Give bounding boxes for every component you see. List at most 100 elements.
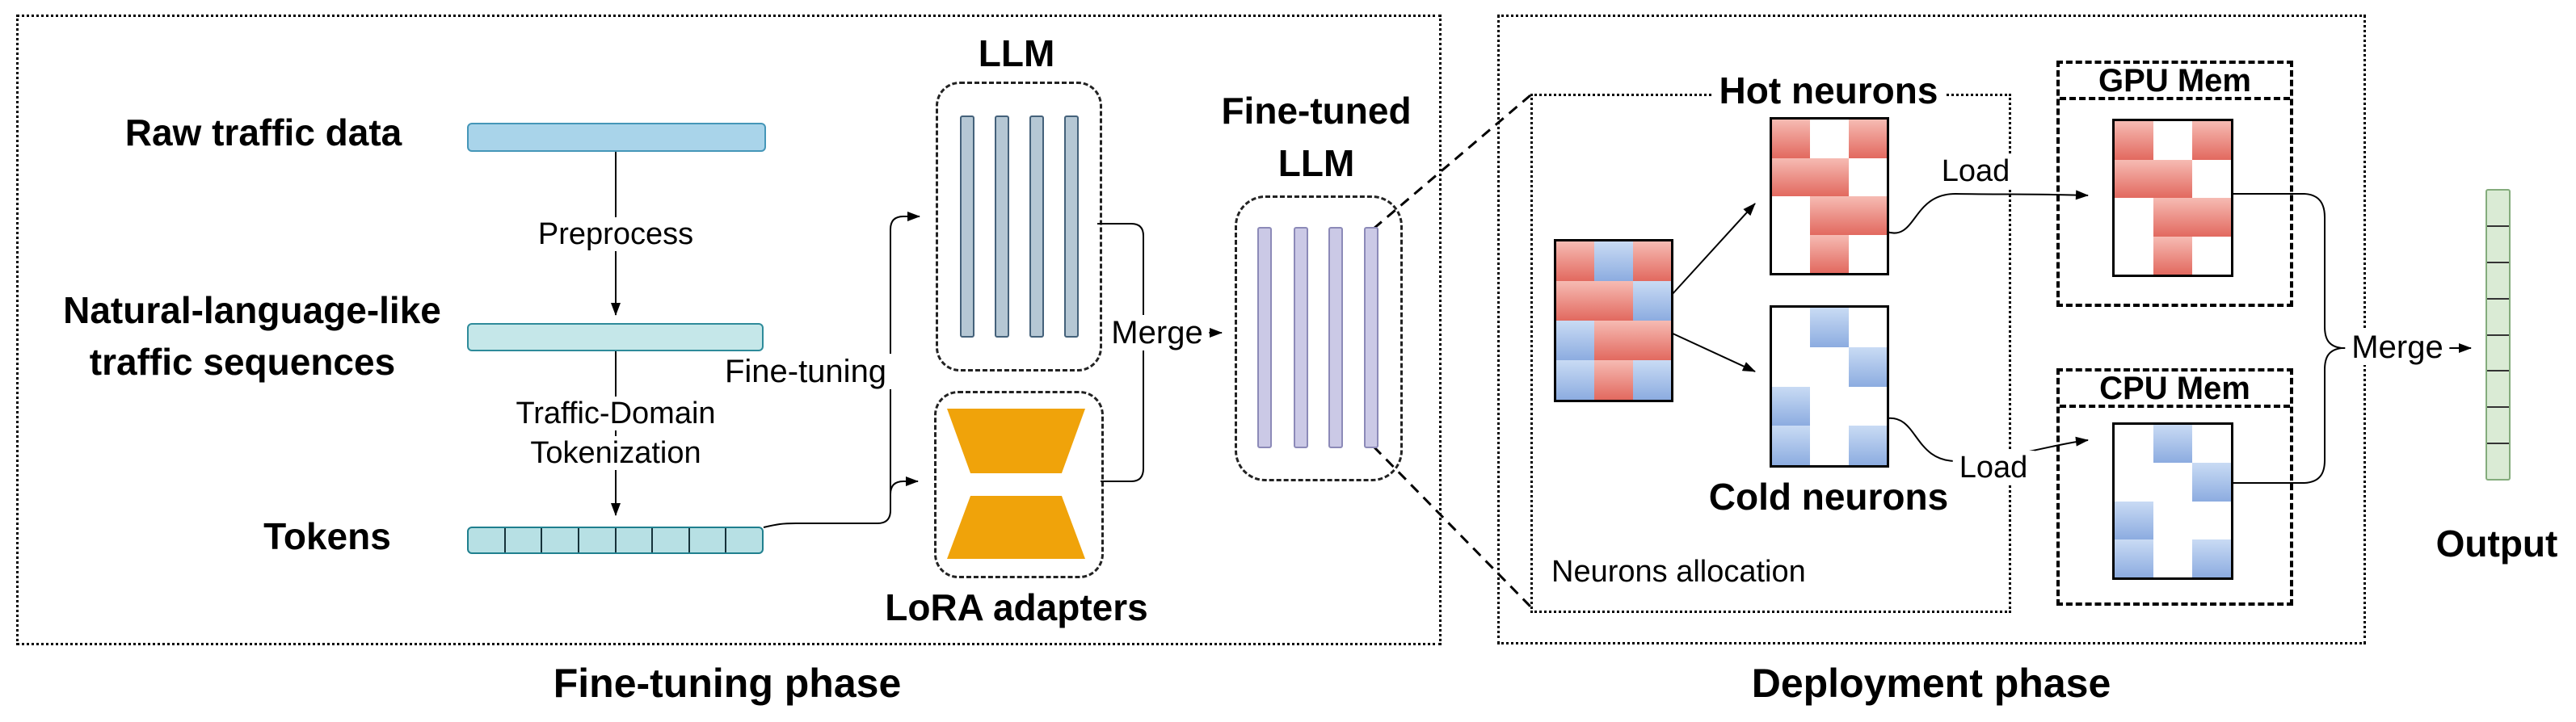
fine-tuned-llm-bar (1294, 227, 1308, 448)
empty-cell (2192, 501, 2231, 539)
output-label: Output (2435, 523, 2558, 565)
neurons-allocation-label: Neurons allocation (1551, 555, 1806, 589)
tokens-bar (467, 527, 764, 554)
cold-neuron-cell (2115, 501, 2153, 539)
cold-neuron-cell (2153, 425, 2192, 464)
empty-cell (1810, 346, 1849, 387)
zoom-line-bottom (1372, 445, 1532, 608)
hot-neuron-cell (1848, 196, 1887, 235)
bar-segment (2487, 300, 2509, 336)
empty-cell (1810, 386, 1849, 426)
hot-neuron-cell (1594, 360, 1633, 400)
hot-neuron-cell (1810, 157, 1849, 196)
hot-neuron-cell (2192, 121, 2231, 160)
cold-neuron-cell (2192, 463, 2231, 502)
gpu-mem-box: GPU Mem (2056, 61, 2293, 307)
nl-traffic-label-line2: traffic sequences (89, 341, 396, 383)
bar-segment (690, 528, 727, 552)
cold-neuron-cell (1632, 360, 1671, 400)
hot-neuron-cell (1632, 321, 1671, 360)
lora-adapters-box (934, 391, 1104, 578)
hot-neuron-cell (2153, 198, 2192, 237)
cpu-mem-title: CPU Mem (2060, 371, 2290, 408)
to-cold-arrow (1670, 332, 1756, 372)
fine-tuned-llm-bar (1364, 227, 1378, 448)
cold-neurons-label: Cold neurons (1708, 476, 1949, 518)
empty-cell (1848, 157, 1887, 196)
bar-segment (2487, 263, 2509, 300)
to-hot-arrow (1670, 203, 1756, 296)
bar-segment (2487, 408, 2509, 445)
deployment-phase-label: Deployment phase (1751, 661, 2111, 706)
llm-weight-bar (1029, 115, 1044, 338)
bar-segment (2487, 227, 2509, 263)
gpu-mem-title: GPU Mem (2060, 64, 2290, 100)
cpu-mem-box: CPU Mem (2056, 368, 2293, 606)
merge-label-right: Merge (2345, 330, 2450, 365)
empty-cell (1848, 308, 1887, 347)
tokens-trunk-line (763, 212, 920, 528)
hot-neurons-matrix (1770, 117, 1889, 275)
fine-tuning-phase-box (16, 15, 1442, 645)
bar-segment (506, 528, 543, 552)
fine-tuned-llm-bar (1328, 227, 1343, 448)
empty-cell (2192, 159, 2231, 198)
cpu-mem-matrix (2112, 422, 2233, 580)
empty-cell (2153, 539, 2192, 577)
empty-cell (2153, 501, 2192, 539)
cold-neuron-cell (1632, 281, 1671, 321)
cold-neuron-cell (1810, 308, 1849, 347)
load-top-label: Load (1934, 154, 2017, 188)
cold-neuron-cell (2115, 539, 2153, 577)
hot-neuron-cell (1810, 196, 1849, 235)
nl-traffic-label-line1: Natural-language-like (63, 289, 441, 331)
preprocess-label: Preprocess (531, 217, 701, 251)
cold-neuron-cell (1848, 346, 1887, 387)
hot-neuron-cell (1556, 241, 1595, 281)
fine-tuning-phase-label: Fine-tuning phase (553, 661, 902, 706)
empty-cell (2153, 463, 2192, 502)
lora-adapter-top-trapezoid (947, 409, 1085, 473)
lora-branch-arrow (890, 476, 919, 495)
fine-tuned-title-line2: LLM (1277, 142, 1355, 184)
output-bar (2486, 189, 2511, 481)
bar-segment (653, 528, 690, 552)
empty-cell (2192, 425, 2231, 464)
curly-brace (2304, 193, 2342, 484)
bar-segment (2487, 336, 2509, 372)
llm-weight-bar (1064, 115, 1079, 338)
bar-segment (726, 528, 762, 552)
bar-segment (2487, 191, 2509, 227)
cold-neuron-cell (1556, 360, 1595, 400)
load-bottom-label: Load (1952, 451, 2035, 485)
cold-neuron-cell (1556, 321, 1595, 360)
hot-neuron-cell (1772, 120, 1811, 158)
tokenization-label-line1: Traffic-Domain (509, 397, 722, 430)
hot-neuron-cell (1594, 281, 1633, 321)
llm-weight-bar (995, 115, 1009, 338)
raw-traffic-label: Raw traffic data (124, 111, 402, 153)
cold-neuron-cell (1848, 426, 1887, 465)
llm-title: LLM (978, 32, 1055, 74)
empty-cell (1772, 196, 1811, 235)
empty-cell (1848, 386, 1887, 426)
empty-cell (2115, 236, 2153, 275)
tokenization-label-line2: Tokenization (524, 436, 708, 470)
hot-neuron-cell (1632, 241, 1671, 281)
tokens-label: Tokens (263, 515, 391, 557)
hot-neuron-cell (1810, 234, 1849, 273)
empty-cell (2115, 463, 2153, 502)
empty-cell (1810, 120, 1849, 158)
hot-neuron-cell (1594, 321, 1633, 360)
llm-box (936, 82, 1102, 371)
fine-tuned-llm-bar (1257, 227, 1272, 448)
empty-cell (1772, 308, 1811, 347)
bar-segment (2487, 444, 2509, 479)
raw-traffic-bar (467, 123, 766, 152)
merge-label-left: Merge (1105, 315, 1210, 351)
traffic-sequences-bar (467, 323, 764, 351)
empty-cell (2192, 236, 2231, 275)
cold-neurons-matrix (1770, 305, 1889, 468)
merge-bracket-line (1097, 223, 1144, 482)
